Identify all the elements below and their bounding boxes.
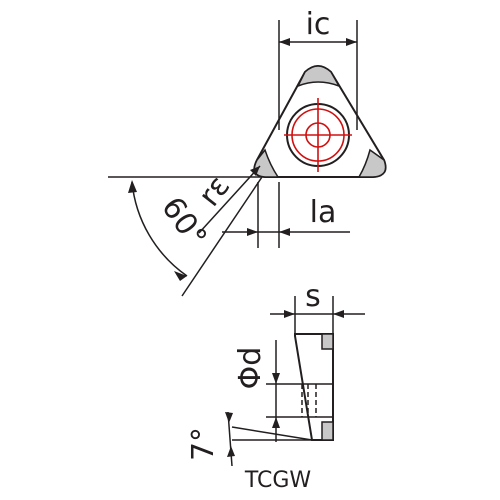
corner-left xyxy=(253,148,280,178)
side-corner-bottom xyxy=(321,421,334,441)
phi-d-dimension xyxy=(266,340,300,442)
side-hole xyxy=(300,383,333,418)
ic-dimension xyxy=(278,20,358,130)
angle-7-dimension xyxy=(225,411,313,467)
s-dimension xyxy=(270,296,365,336)
r-epsilon-label: rε xyxy=(192,169,237,213)
side-corner-top xyxy=(321,333,334,350)
angle-60-dimension xyxy=(108,176,263,297)
s-label: s xyxy=(305,279,321,314)
la-dimension xyxy=(222,182,350,248)
r-epsilon-leader xyxy=(198,165,261,234)
corner-right xyxy=(357,148,387,178)
ic-label: ic xyxy=(306,7,331,42)
la-label: la xyxy=(310,195,337,230)
phi-d-label: Φd xyxy=(233,347,268,390)
angle-7-label: 7° xyxy=(186,427,221,461)
designation-label: TCGW xyxy=(244,468,312,493)
insert-side-view xyxy=(294,333,334,441)
hole-center-mark xyxy=(284,98,352,172)
corner-top xyxy=(296,65,341,88)
